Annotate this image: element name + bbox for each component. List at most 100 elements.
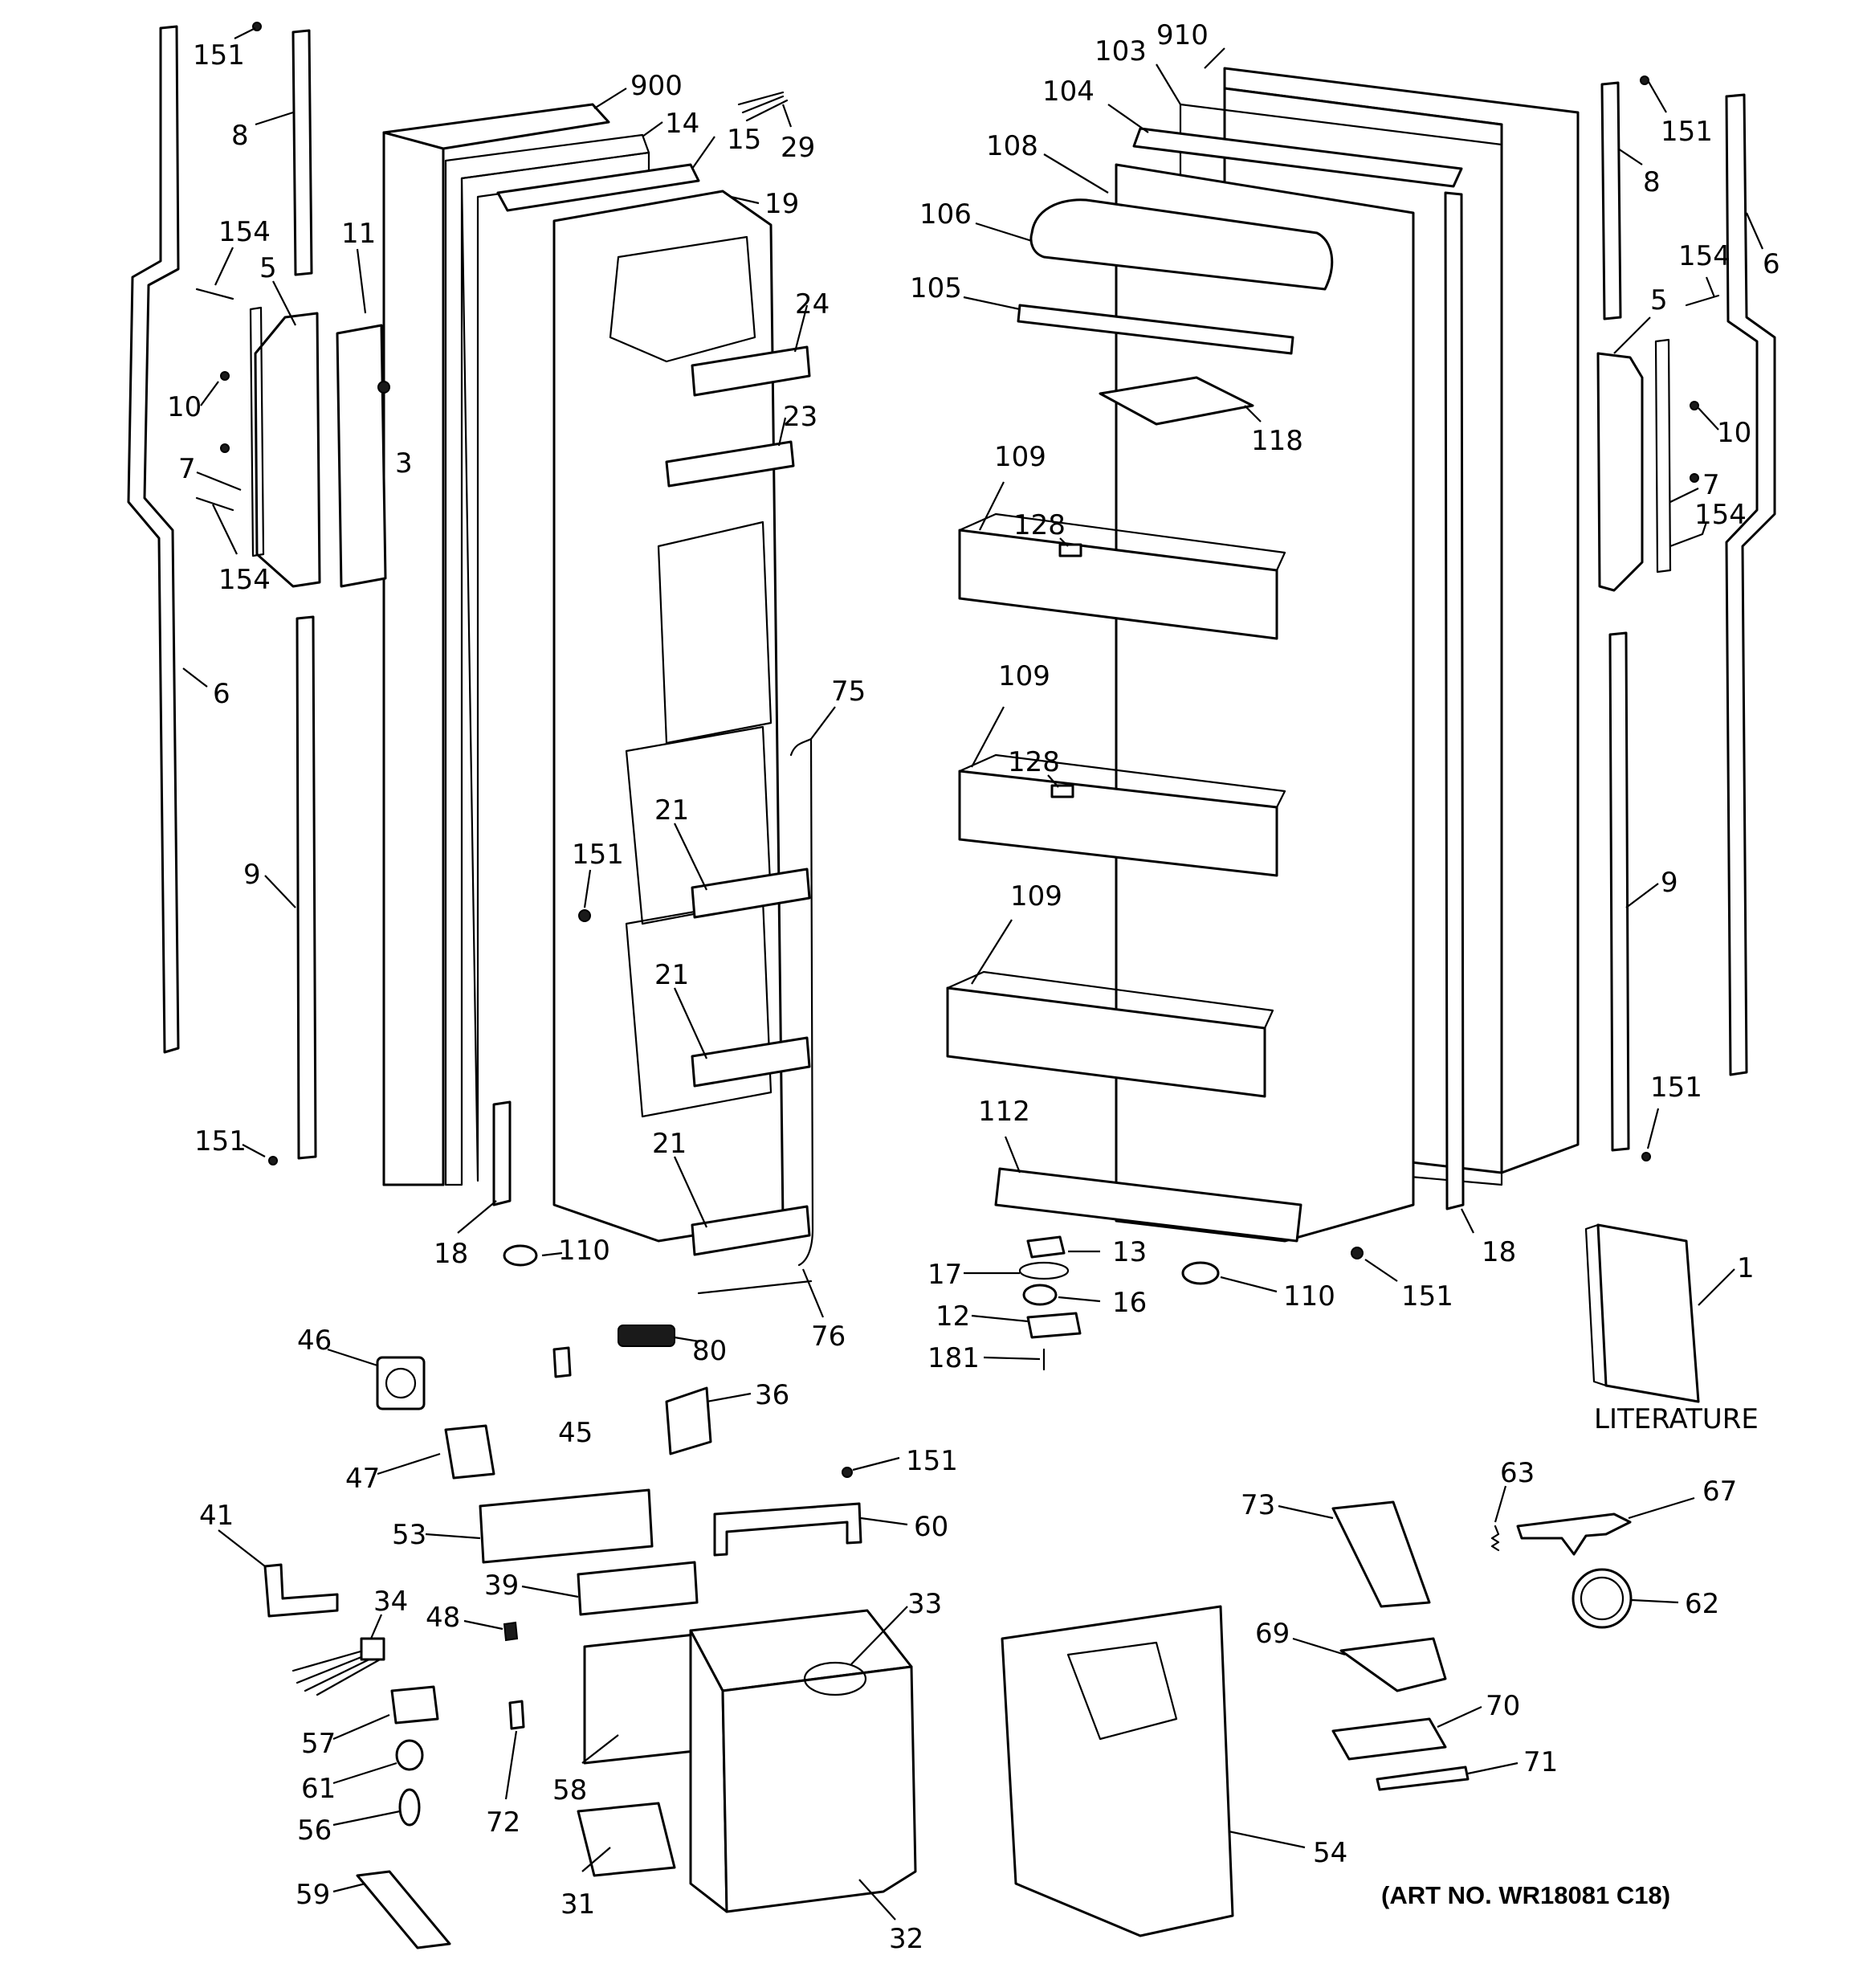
part-7-handle-insert-right bbox=[1654, 338, 1672, 574]
leader-71 bbox=[1467, 1761, 1519, 1775]
callout-9: 9 bbox=[243, 859, 261, 891]
callout-67: 67 bbox=[1702, 1476, 1737, 1508]
part-39-control-board bbox=[577, 1561, 699, 1616]
part-10-screw-right-a bbox=[1690, 401, 1699, 410]
callout-31: 31 bbox=[561, 1888, 595, 1921]
leader-21-c bbox=[673, 1156, 708, 1228]
literature-caption: LITERATURE bbox=[1594, 1403, 1759, 1435]
callout-128: 128 bbox=[1008, 746, 1060, 778]
callout-13: 13 bbox=[1112, 1236, 1147, 1268]
leader-14 bbox=[642, 121, 663, 137]
part-104-breaker-strip bbox=[1132, 127, 1463, 188]
part-53-cover-plate bbox=[479, 1488, 654, 1564]
callout-71: 71 bbox=[1523, 1746, 1558, 1778]
part-63-spring bbox=[1490, 1525, 1500, 1552]
leader-60 bbox=[860, 1517, 908, 1526]
leader-75 bbox=[810, 706, 836, 740]
part-56-bulb bbox=[398, 1788, 421, 1827]
callout-151: 151 bbox=[572, 839, 624, 871]
part-75-water-tube bbox=[789, 737, 814, 1267]
callout-154: 154 bbox=[218, 216, 271, 248]
part-109-door-bin-a-top bbox=[958, 512, 1286, 572]
part-24-shelf-bar bbox=[691, 345, 811, 397]
leader-72 bbox=[504, 1730, 518, 1800]
part-60-bracket bbox=[713, 1502, 862, 1557]
leader-67 bbox=[1628, 1496, 1695, 1520]
callout-21: 21 bbox=[652, 1128, 687, 1160]
leader-9-a bbox=[264, 875, 296, 908]
callout-5: 5 bbox=[1650, 284, 1668, 316]
leader-21-b bbox=[673, 987, 708, 1059]
callout-62: 62 bbox=[1685, 1588, 1719, 1620]
part-31-drip-tray bbox=[577, 1802, 676, 1877]
callout-1: 1 bbox=[1737, 1252, 1755, 1284]
part-54-dispenser-recess bbox=[1066, 1641, 1178, 1741]
part-8-trim-left bbox=[291, 29, 313, 276]
callout-18: 18 bbox=[434, 1238, 468, 1270]
part-12-hinge-bracket bbox=[1026, 1312, 1082, 1339]
part-32-housing-front bbox=[721, 1665, 917, 1913]
part-29-wire-harness bbox=[737, 91, 789, 122]
leader-154-a bbox=[214, 247, 234, 286]
part-62-ring-inner bbox=[1580, 1576, 1625, 1621]
callout-151: 151 bbox=[194, 1125, 247, 1157]
callout-70: 70 bbox=[1486, 1690, 1520, 1722]
part-151-screw-top-right bbox=[1640, 76, 1649, 85]
leader-62 bbox=[1631, 1598, 1679, 1604]
leader-5-a bbox=[272, 280, 296, 326]
callout-103: 103 bbox=[1095, 35, 1147, 67]
part-151-screw-dispenser bbox=[842, 1467, 853, 1478]
leader-151-d bbox=[1364, 1259, 1398, 1282]
part-8-trim-right bbox=[1600, 81, 1622, 320]
callout-15: 15 bbox=[727, 124, 761, 156]
part-73-chute bbox=[1331, 1500, 1431, 1608]
callout-29: 29 bbox=[781, 132, 815, 164]
callout-7: 7 bbox=[1702, 469, 1720, 501]
leader-118 bbox=[1244, 405, 1262, 423]
part-18-strip-right bbox=[1444, 191, 1465, 1210]
part-11-bracket-left bbox=[336, 324, 387, 588]
part-47-mount bbox=[444, 1424, 495, 1480]
leader-900 bbox=[593, 88, 627, 109]
part-15-breaker-strip bbox=[496, 163, 700, 212]
part-118-tray bbox=[1099, 376, 1254, 426]
fresh-food-door-group bbox=[946, 67, 1580, 1371]
part-128-clip-a bbox=[1058, 543, 1082, 557]
leader-128-b bbox=[1047, 774, 1059, 788]
leader-10-b bbox=[1698, 407, 1719, 431]
part-36-actuator bbox=[665, 1386, 712, 1455]
part-112-bottom-bar bbox=[994, 1167, 1302, 1243]
leader-11 bbox=[356, 248, 367, 314]
callout-33: 33 bbox=[907, 1588, 942, 1620]
callout-19: 19 bbox=[764, 188, 799, 220]
leader-47 bbox=[377, 1452, 441, 1476]
part-6-trim-left bbox=[127, 25, 180, 1054]
leader-53 bbox=[425, 1533, 481, 1540]
callout-154: 154 bbox=[1694, 499, 1747, 531]
leader-109-c bbox=[971, 919, 1013, 985]
leader-29 bbox=[781, 104, 793, 128]
leader-48 bbox=[463, 1619, 503, 1631]
callout-151: 151 bbox=[193, 39, 245, 71]
leader-33 bbox=[850, 1606, 908, 1665]
callout-73: 73 bbox=[1241, 1489, 1275, 1521]
leader-46 bbox=[327, 1348, 378, 1367]
leader-105 bbox=[963, 296, 1021, 311]
callout-151: 151 bbox=[906, 1445, 958, 1477]
leader-151-b bbox=[242, 1144, 266, 1157]
part-19-liner-section-mid bbox=[657, 520, 773, 745]
part-69-chute-door bbox=[1339, 1637, 1447, 1692]
part-16-cam bbox=[1022, 1284, 1058, 1306]
callout-8: 8 bbox=[1643, 166, 1661, 198]
part-18-strip-left bbox=[492, 1100, 512, 1206]
callout-10: 10 bbox=[167, 391, 202, 423]
leader-36 bbox=[706, 1392, 752, 1403]
callout-10: 10 bbox=[1717, 417, 1751, 449]
part-151-screw-hinge bbox=[1351, 1247, 1364, 1259]
leader-76 bbox=[801, 1268, 825, 1318]
part-110-plug-b bbox=[1181, 1261, 1220, 1285]
leader-15 bbox=[691, 136, 715, 169]
part-128-clip-b bbox=[1050, 784, 1074, 798]
part-45-clip bbox=[552, 1346, 572, 1378]
left-handle-group bbox=[127, 22, 591, 1165]
